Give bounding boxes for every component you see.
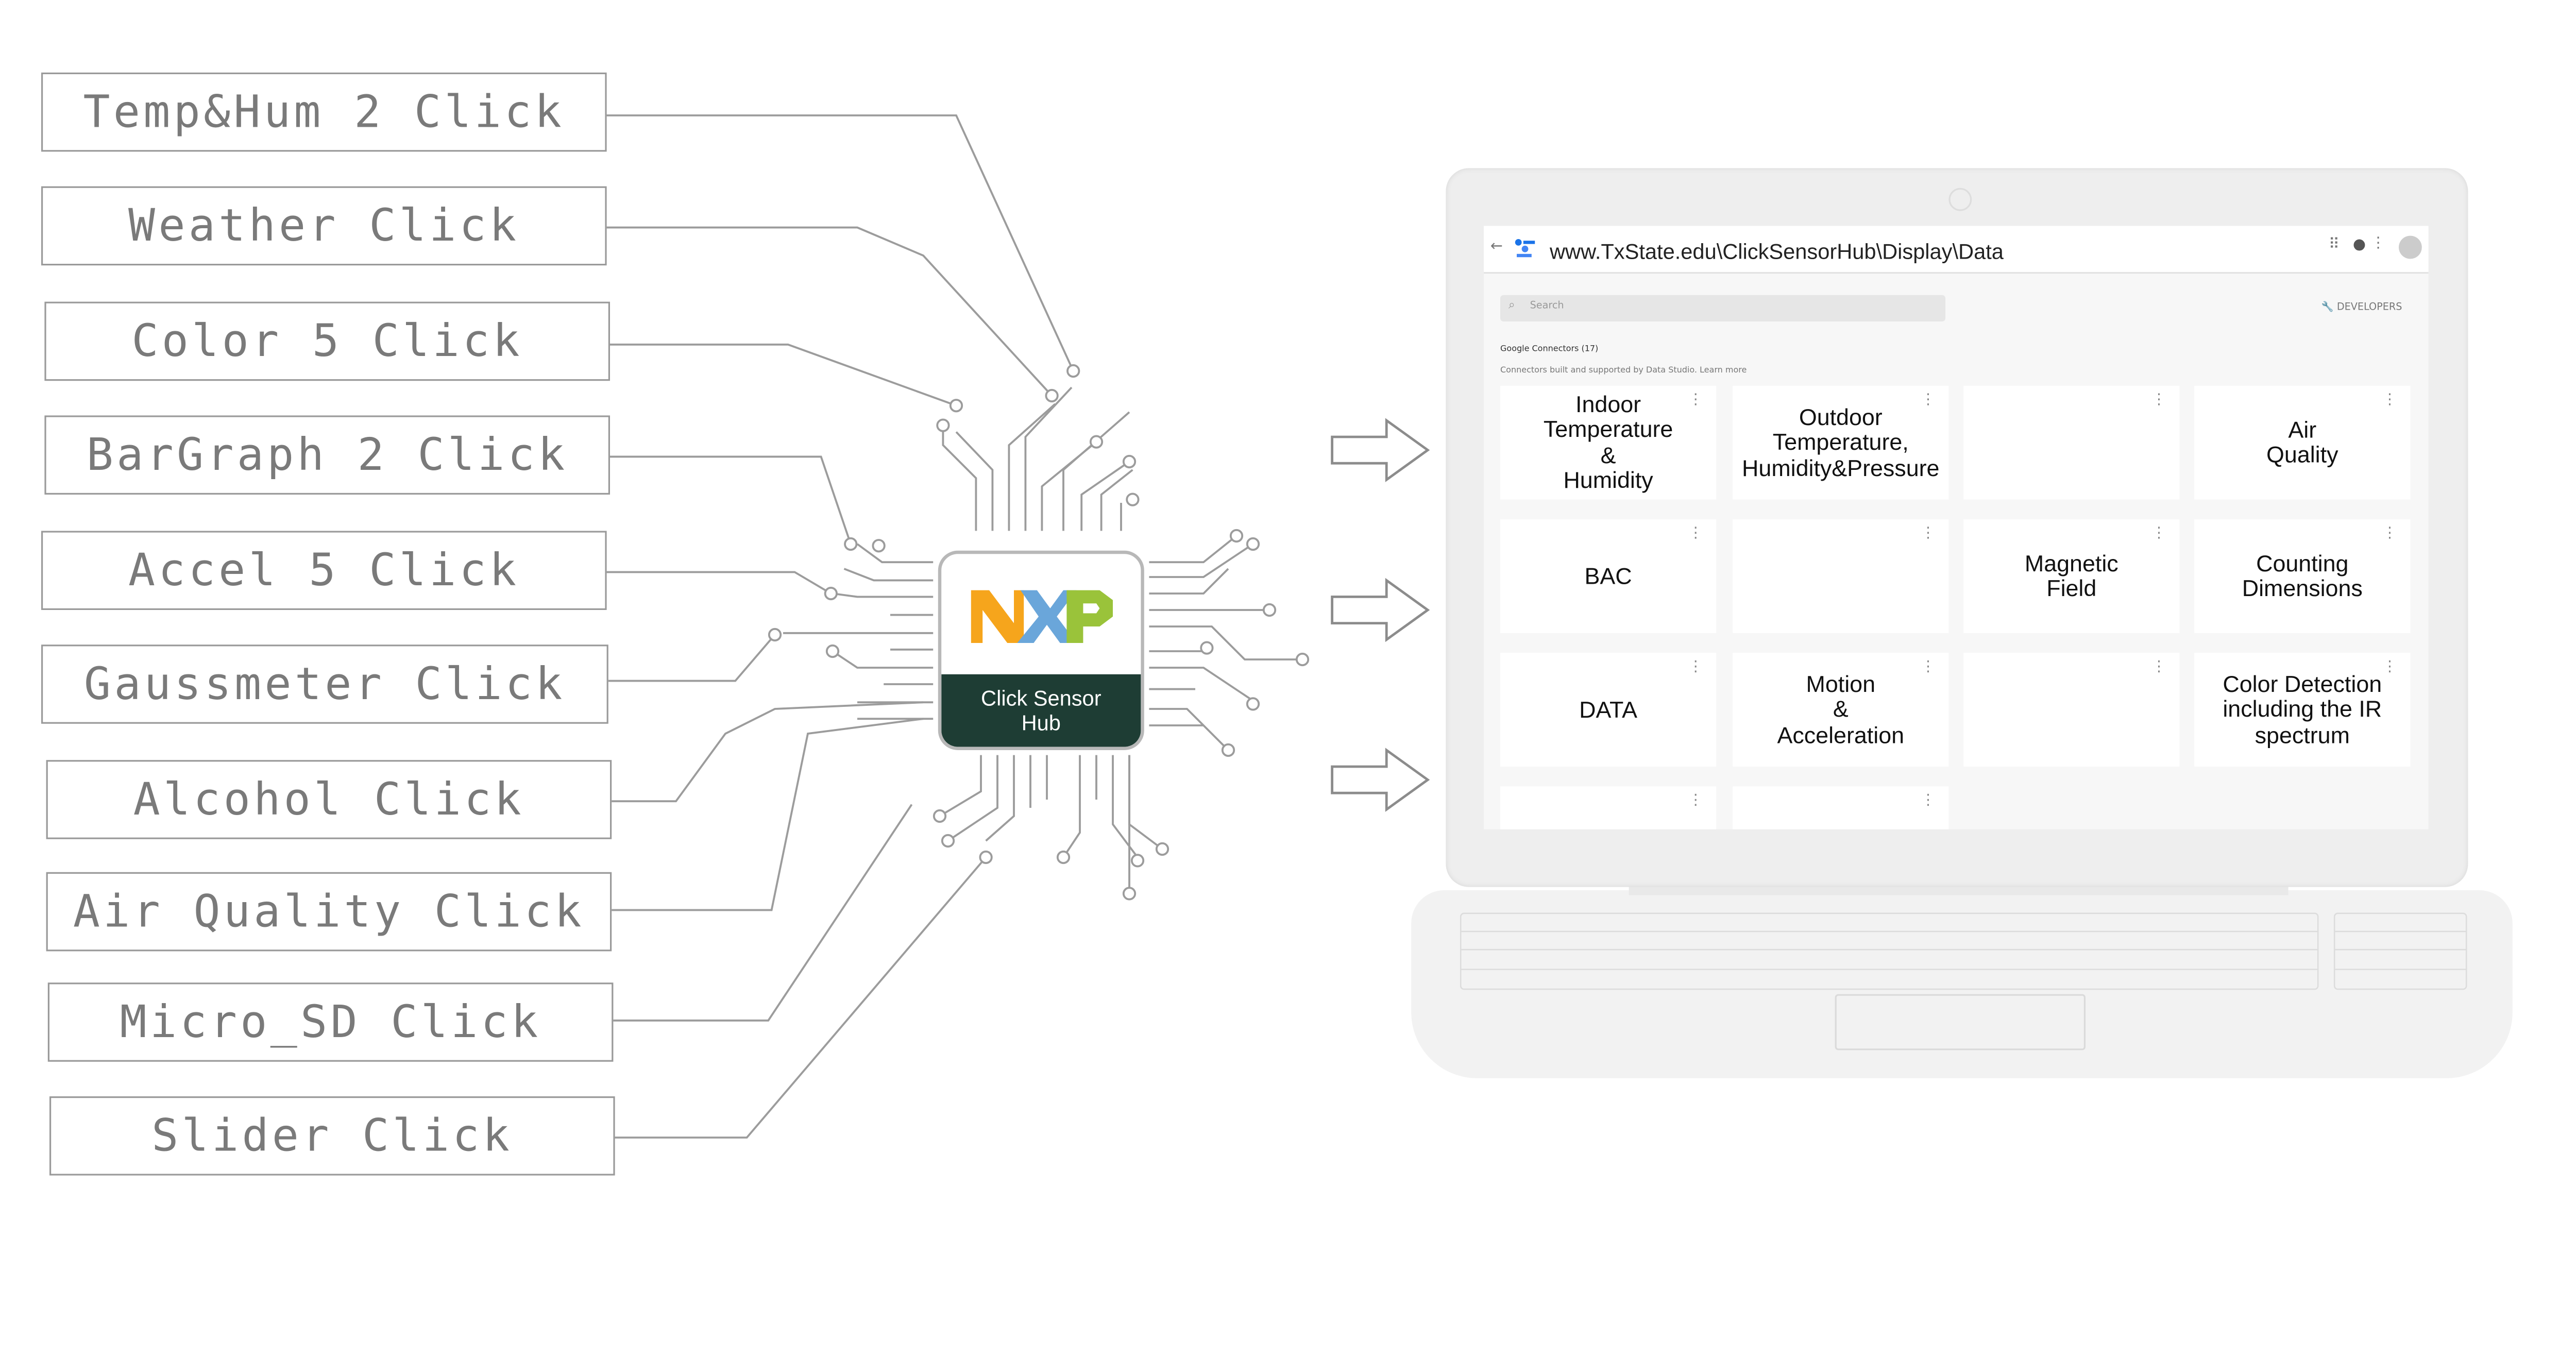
click-temp-hum: Temp&Hum 2 Click	[41, 72, 607, 152]
click-air-quality: Air Quality Click	[46, 872, 612, 952]
more-icon[interactable]: ⋮	[1688, 526, 1703, 543]
connector-tile-label: Color Detection including the IR spectru…	[2223, 670, 2382, 748]
avatar[interactable]	[2399, 235, 2422, 259]
section-heading: Google Connectors (17)	[1500, 344, 1599, 354]
more-icon[interactable]: ⋮	[1921, 392, 1936, 409]
nxp-logo	[971, 590, 1113, 643]
wire-color	[608, 343, 957, 407]
connector-tile-label: Motion & Acceleration	[1777, 670, 1905, 748]
connector-tile-label: Indoor Temperature & Humidity	[1543, 389, 1673, 493]
developers-button[interactable]: 🔧 DEVELOPERS	[2321, 301, 2402, 313]
connector-tile[interactable]: Air Quality ⋮	[2194, 385, 2411, 500]
more-icon[interactable]: ⋮	[1921, 793, 1936, 810]
wire-weather	[605, 226, 1053, 397]
connector-tile[interactable]: ⋮	[1500, 786, 1717, 829]
more-icon[interactable]: ⋮	[1688, 659, 1703, 676]
chip-label: Click Sensor Hub	[941, 674, 1141, 747]
click-weather: Weather Click	[41, 186, 607, 266]
connector-tile-label: Magnetic Field	[2024, 549, 2119, 601]
connector-tile[interactable]: ⋮	[1733, 786, 1949, 829]
camera-icon	[1948, 188, 1972, 211]
arrow-right-icon	[1331, 578, 1430, 642]
click-bargraph: BarGraph 2 Click	[44, 415, 610, 495]
wire-bargraph	[608, 455, 852, 545]
more-icon[interactable]: ⋮	[1921, 526, 1936, 543]
connector-tile[interactable]: Outdoor Temperature, Humidity&Pressure⋮	[1733, 385, 1949, 500]
laptop-base	[1411, 890, 2513, 1078]
connector-tile[interactable]: BAC ⋮	[1500, 519, 1717, 633]
click-gaussmeter: Gaussmeter Click	[41, 645, 608, 724]
click-slider: Slider Click	[49, 1096, 615, 1176]
connector-tile[interactable]: ⋮	[1963, 385, 2180, 500]
connector-tile-label: Counting Dimensions	[2242, 549, 2363, 601]
connector-tile[interactable]: Color Detection including the IR spectru…	[2194, 653, 2411, 767]
connector-tile[interactable]: Motion & Acceleration ⋮	[1733, 653, 1949, 767]
wire-temphum	[605, 114, 1074, 371]
connector-tile[interactable]: Indoor Temperature & Humidity ⋮	[1500, 385, 1717, 500]
click-accel: Accel 5 Click	[41, 531, 607, 610]
wire-slider	[613, 856, 987, 1139]
connector-tile[interactable]: DATA ⋮	[1500, 653, 1717, 767]
connector-tile-label: BAC	[1584, 562, 1632, 588]
wire-gauss	[606, 634, 776, 682]
url-text: www.TxState.edu\ClickSensorHub\Display\D…	[1550, 239, 2004, 264]
connector-tile[interactable]: Magnetic Field ⋮	[1963, 519, 2180, 633]
wire-accel	[605, 571, 832, 595]
wrench-icon: 🔧	[2321, 301, 2334, 313]
search-placeholder: Search	[1530, 300, 1564, 312]
address-bar[interactable]: ← www.TxState.edu\ClickSensorHub\Display…	[1484, 226, 2429, 274]
more-icon[interactable]: ⋮	[2382, 392, 2397, 409]
more-icon[interactable]: ⋮	[1688, 793, 1703, 810]
search-field[interactable]: ⌕ Search	[1500, 295, 1945, 321]
keyboard	[1460, 912, 2467, 990]
wire-alcohol	[610, 701, 924, 803]
laptop-screen: ← www.TxState.edu\ClickSensorHub\Display…	[1484, 226, 2429, 829]
trackpad	[1835, 994, 2086, 1050]
data-studio-icon	[1515, 239, 1535, 258]
arrow-right-icon	[1331, 748, 1430, 812]
more-icon[interactable]: ⋮	[2151, 526, 2166, 543]
click-alcohol: Alcohol Click	[46, 760, 612, 839]
connector-tile-label: Outdoor Temperature, Humidity&Pressure	[1742, 402, 1940, 480]
connector-tile[interactable]: Counting Dimensions ⋮	[2194, 519, 2411, 633]
arrow-right-icon	[1331, 418, 1430, 482]
section-subtitle: Connectors built and supported by Data S…	[1500, 366, 1747, 376]
more-icon[interactable]: ⋮	[2382, 526, 2397, 543]
connector-tile[interactable]: ⋮	[1733, 519, 1949, 633]
click-micro-sd: Micro_SD Click	[47, 982, 614, 1062]
help-icon[interactable]: ●	[2352, 237, 2366, 254]
click-color: Color 5 Click	[44, 301, 610, 381]
sensor-hub-chip: Click Sensor Hub	[938, 550, 1144, 750]
more-icon[interactable]: ⋮	[1921, 659, 1936, 676]
more-icon[interactable]: ⋮	[1688, 392, 1703, 409]
more-icon[interactable]: ⋮	[2151, 659, 2166, 676]
search-icon: ⌕	[1509, 298, 1515, 312]
wire-airq	[610, 718, 924, 911]
wire-microsd	[612, 804, 913, 1022]
connector-tile-label: Air Quality	[2266, 415, 2338, 468]
more-icon[interactable]: ⋮	[2370, 235, 2386, 252]
connector-tile[interactable]: ⋮	[1963, 653, 2180, 767]
more-icon[interactable]: ⋮	[2151, 392, 2166, 409]
apps-icon[interactable]: ⠿	[2328, 237, 2340, 254]
back-arrow-icon[interactable]: ←	[1490, 239, 1503, 256]
connector-tile-label: DATA	[1579, 695, 1637, 722]
more-icon[interactable]: ⋮	[2382, 659, 2397, 676]
